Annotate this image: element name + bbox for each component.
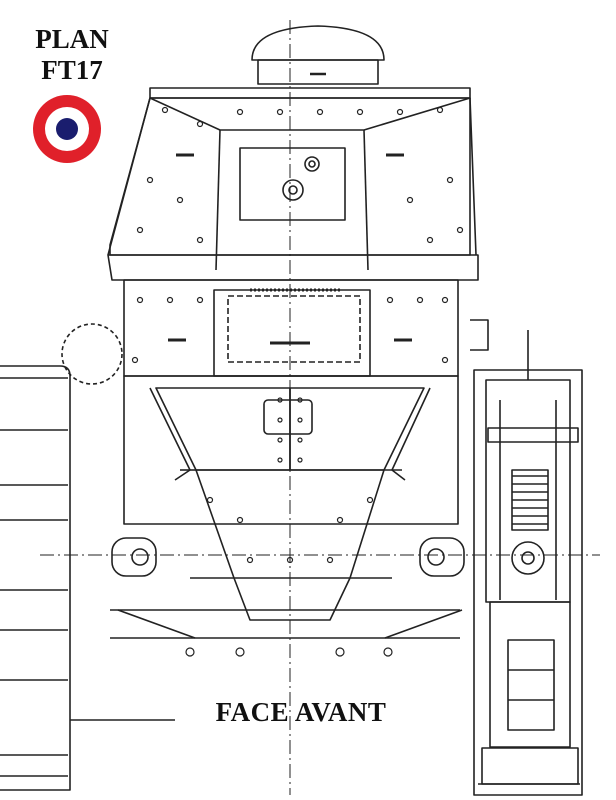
left-track [0, 365, 175, 791]
view-caption: FACE AVANT [215, 697, 387, 727]
turret-dome [251, 25, 385, 85]
rivets [131, 106, 464, 657]
plan-title: PLAN [35, 24, 109, 54]
right-track-suspension [473, 330, 583, 796]
towing-shackles [111, 537, 465, 577]
hull-front [110, 375, 463, 639]
hull-upper [61, 279, 489, 385]
turret [107, 87, 479, 281]
model-title: FT17 [41, 55, 103, 85]
french-roundel-icon [33, 95, 101, 163]
